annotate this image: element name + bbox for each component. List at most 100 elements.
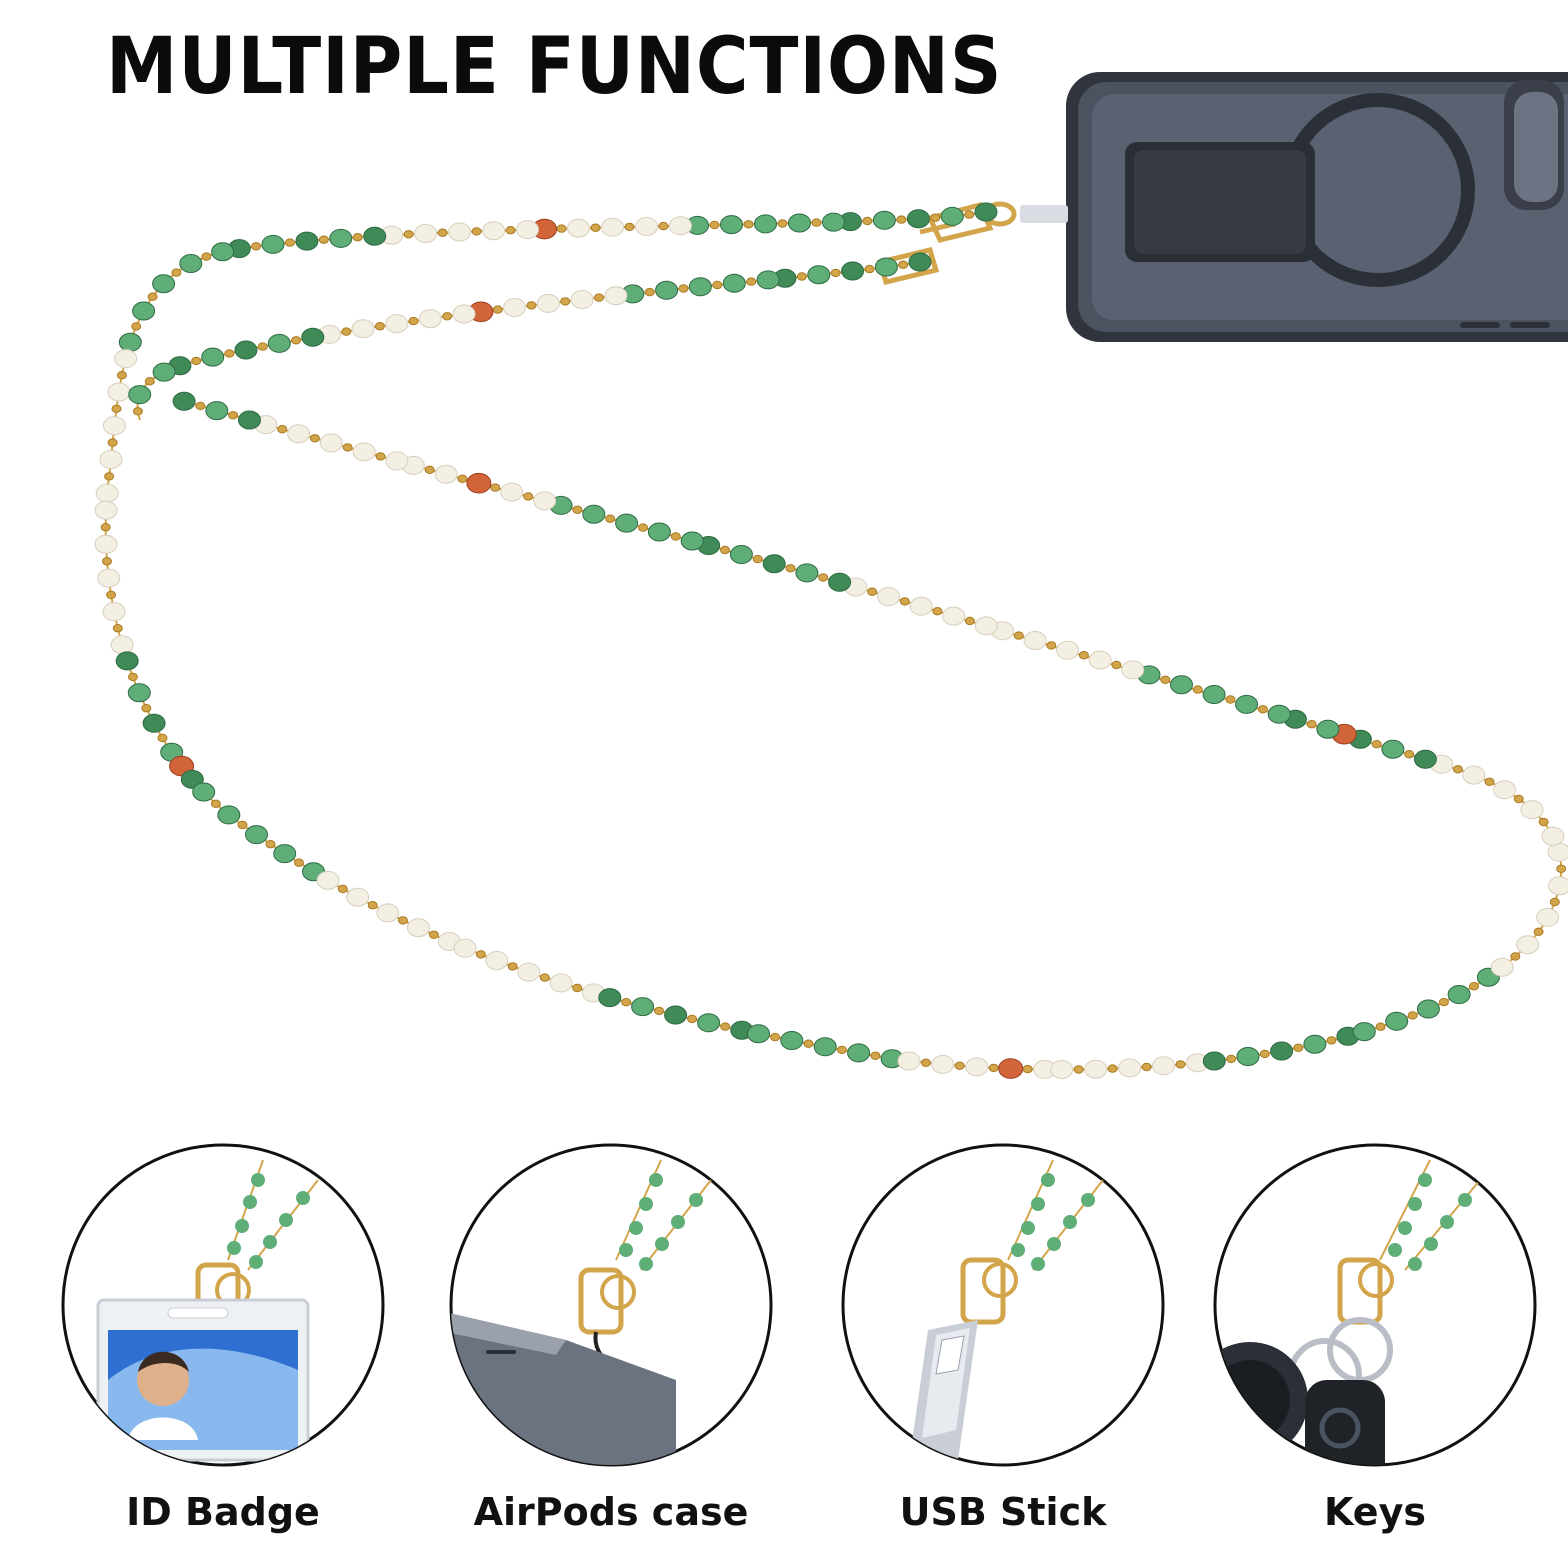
use-cases: ID Badge AirPods case [0,1140,1568,1560]
bead [803,1039,814,1048]
bead [1352,1022,1376,1042]
bead [492,305,503,314]
bead [1236,1047,1260,1066]
bead [1536,907,1560,927]
bead [294,858,304,867]
bead [152,274,176,294]
bead [1416,999,1440,1019]
bead [965,1057,989,1077]
bead [245,825,268,845]
bead [1226,1054,1237,1064]
bead [107,438,118,447]
bead [132,301,156,321]
bead [385,314,409,334]
bead [1385,1011,1409,1031]
bead [762,554,786,574]
bead [329,228,353,248]
bead [1170,675,1193,695]
bead [374,322,385,331]
bead [142,713,166,733]
bead [102,416,126,436]
bead [1056,640,1080,660]
bead [1152,1056,1176,1076]
bead [385,451,409,471]
bead [1516,935,1540,955]
bead [352,442,376,462]
bead [1257,705,1268,714]
bead [192,782,216,802]
bead [526,301,537,310]
bead [533,491,557,511]
bead [560,297,571,306]
bead [408,316,419,326]
bead [570,290,594,309]
bead [1316,719,1340,739]
bead [906,209,930,229]
bead [516,220,539,240]
bead [1267,704,1291,724]
bead [897,1051,921,1071]
id-badge-icon [61,1143,385,1467]
bead [594,293,604,302]
bead [1513,794,1524,804]
bead [490,483,501,492]
bead [669,216,692,236]
bead [1438,997,1449,1007]
bead [1078,651,1089,660]
bead [847,1043,871,1063]
bead [500,482,524,502]
bead [988,1063,999,1073]
bead [720,1022,731,1031]
bead [635,217,658,236]
bead [898,260,909,269]
bead [1175,1060,1186,1069]
bead [277,425,288,434]
bead [1547,842,1568,862]
bead [132,407,143,416]
bead [318,235,329,244]
bead [237,820,248,830]
bead [785,564,796,573]
bead [171,268,182,277]
bead [191,356,202,366]
bead [746,277,757,286]
bead [770,1032,781,1042]
bead [442,312,453,321]
bead [452,304,476,324]
bead [376,903,400,923]
bead [94,500,118,520]
bead [604,286,628,306]
bead [644,287,655,297]
bead [899,597,910,606]
bead [1533,927,1544,936]
bead [267,333,291,353]
bead [1548,876,1568,896]
bead [309,434,320,443]
bead [590,223,601,232]
bead [654,1006,665,1016]
bead [1538,817,1549,827]
bead [257,342,268,351]
bead [756,270,780,290]
bead [720,545,730,555]
bead [141,704,152,713]
bead [95,483,119,503]
bead [870,1051,881,1061]
bead [265,840,276,849]
bead [754,214,777,234]
bead [99,450,123,469]
bead [100,523,111,532]
bead [211,242,235,262]
bead [1452,765,1463,774]
bead [1013,631,1024,640]
bead [1107,1064,1118,1073]
bead [503,298,527,317]
bead [920,1058,931,1068]
bead [228,411,239,420]
bead [795,563,819,583]
bead [319,433,343,453]
bead [1462,765,1486,785]
bead [106,590,117,600]
bead [1202,1051,1226,1071]
bead [582,504,606,524]
